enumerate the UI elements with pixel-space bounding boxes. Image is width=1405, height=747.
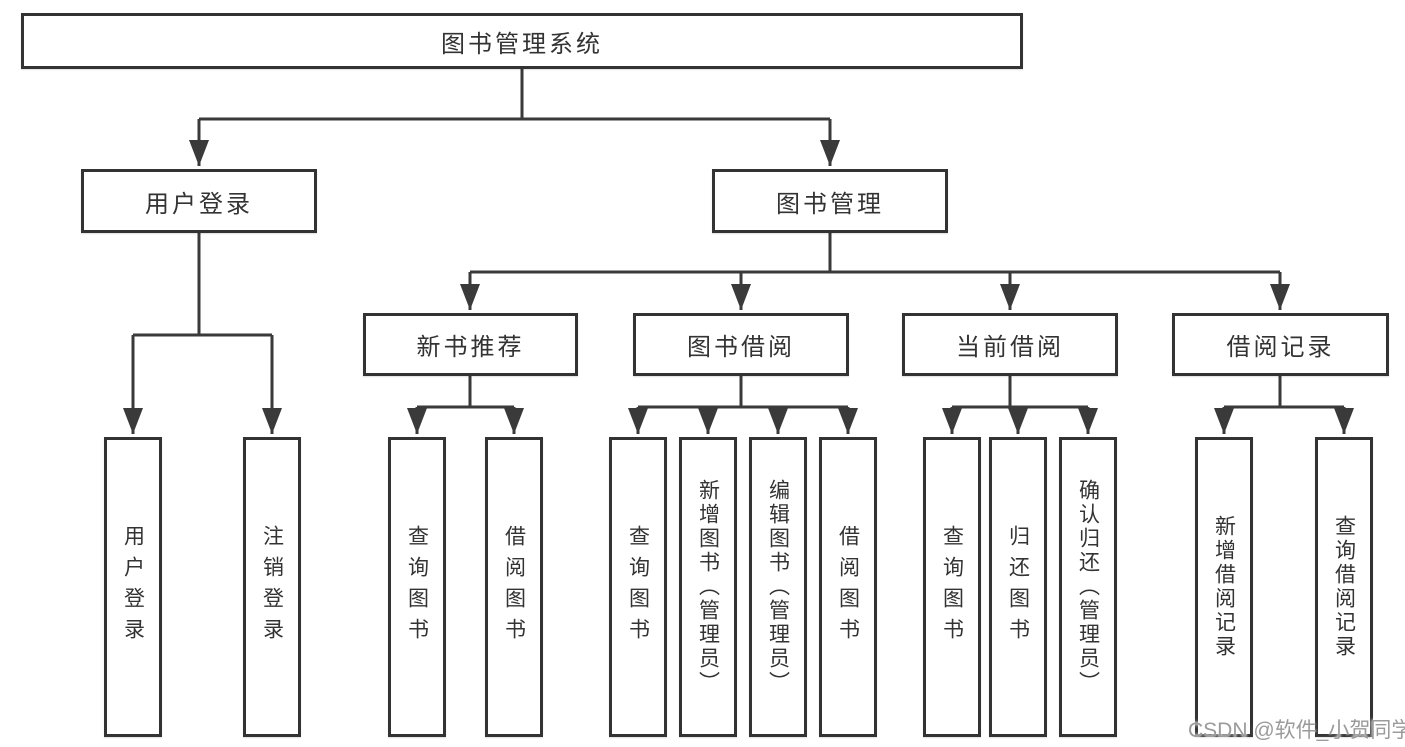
leaf-user-login: 用户登录 (104, 437, 162, 737)
leaf-add-borrow-record: 新增借阅记录 (1195, 437, 1253, 737)
leaf-query-books: 查询图书 (609, 437, 667, 737)
leaf-borrow-books: 借阅图书 (819, 437, 877, 737)
node-label: 新增图书（管理员） (696, 479, 720, 695)
node-label: 借阅图书 (502, 525, 526, 649)
node-library-management-system: 图书管理系统 (21, 13, 1023, 69)
node-new-book-recommend: 新书推荐 (363, 313, 578, 376)
leaf-logout: 注销登录 (243, 437, 301, 737)
node-label: 用户登录 (121, 525, 145, 649)
node-label: 用户登录 (145, 190, 253, 218)
node-label: 查询图书 (405, 525, 429, 649)
node-book-management: 图书管理 (712, 169, 948, 233)
node-label: 查询借阅记录 (1332, 515, 1356, 659)
leaf-return-books: 归还图书 (989, 437, 1047, 737)
leaf-add-books-admin: 新增图书（管理员） (679, 437, 737, 737)
node-label: 图书借阅 (687, 334, 795, 361)
node-label: 新书推荐 (416, 334, 525, 361)
leaf-query-books: 查询图书 (388, 437, 446, 737)
node-current-borrowing: 当前借阅 (902, 313, 1118, 376)
node-label: 借阅记录 (1226, 334, 1335, 361)
node-label: 归还图书 (1006, 525, 1030, 649)
node-user-login: 用户登录 (81, 169, 317, 233)
node-label: 图书管理系统 (441, 30, 603, 58)
leaf-edit-books-admin: 编辑图书（管理员） (749, 437, 807, 737)
node-label: 确认归还（管理员） (1076, 479, 1100, 695)
node-label: 新增借阅记录 (1212, 515, 1236, 659)
node-label: 查询图书 (626, 525, 650, 649)
node-label: 编辑图书（管理员） (766, 479, 790, 695)
node-label: 当前借阅 (956, 334, 1064, 361)
node-borrow-records: 借阅记录 (1172, 313, 1389, 376)
leaf-borrow-books: 借阅图书 (485, 437, 543, 737)
leaf-query-borrow-record: 查询借阅记录 (1315, 437, 1373, 737)
csdn-watermark: CSDN @软件_小贺同学 (1188, 719, 1405, 742)
leaf-query-books: 查询图书 (923, 437, 981, 737)
node-label: 借阅图书 (836, 525, 860, 649)
leaf-confirm-return-admin: 确认归还（管理员） (1059, 437, 1117, 737)
node-label: 注销登录 (260, 525, 284, 649)
node-label: 查询图书 (940, 525, 964, 649)
node-book-borrowing: 图书借阅 (633, 313, 849, 376)
node-label: 图书管理 (776, 190, 884, 218)
